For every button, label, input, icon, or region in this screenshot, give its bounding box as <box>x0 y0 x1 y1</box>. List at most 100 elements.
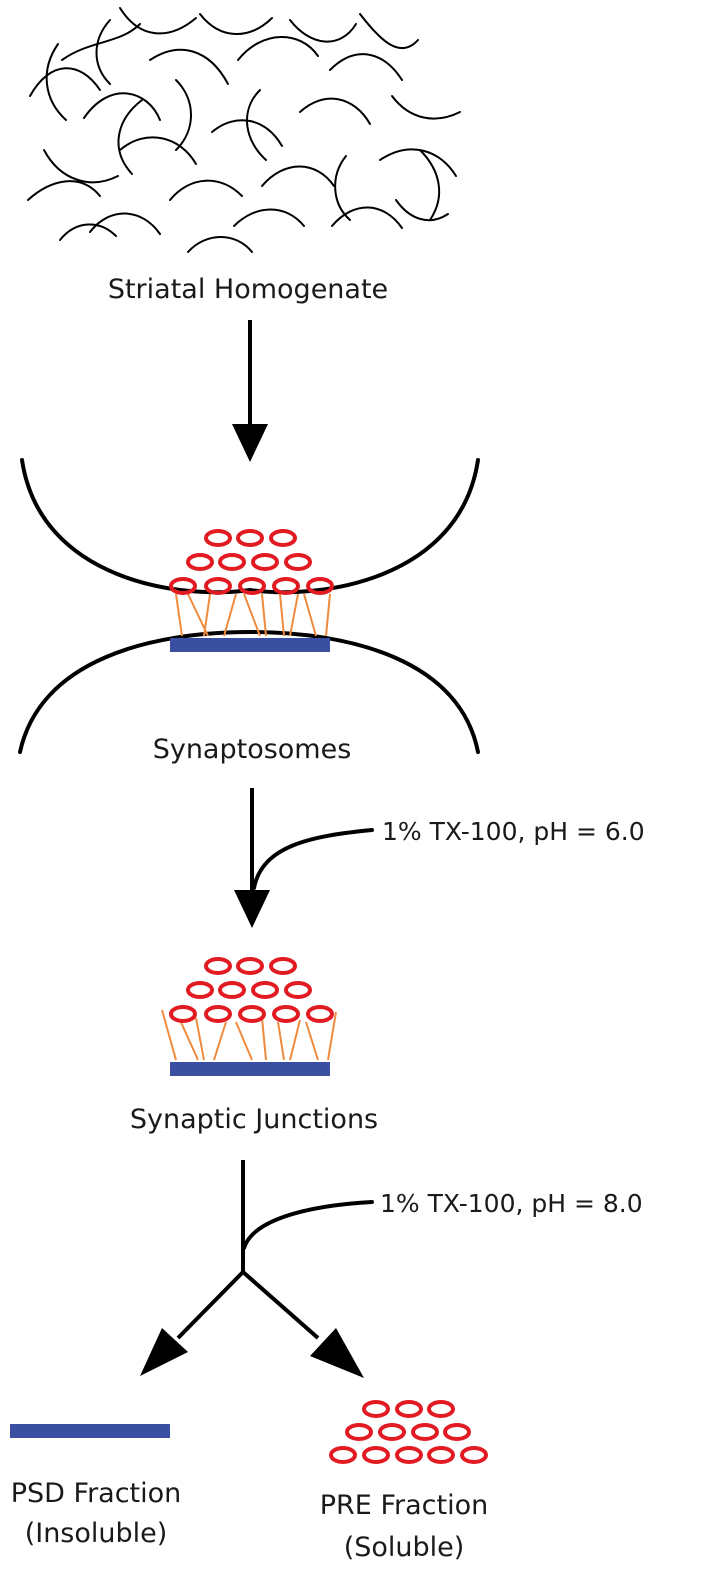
tangle-strand <box>45 43 67 121</box>
tangle-strand <box>59 223 117 241</box>
synaptosome-vesicles <box>169 529 334 595</box>
synaptosome-filaments <box>175 593 331 637</box>
tangle-strand <box>119 7 197 35</box>
vesicle-icon <box>218 981 246 999</box>
synaptosomes-label: Synaptosomes <box>153 734 352 765</box>
vesicle-icon <box>272 577 300 595</box>
vesicle-icon <box>395 1400 423 1418</box>
junctions-label: Synaptic Junctions <box>130 1104 378 1135</box>
tangle-strand <box>175 79 192 151</box>
vesicle-icon <box>443 1423 471 1441</box>
pre-fraction-label: PRE Fraction <box>320 1490 488 1521</box>
pre-fraction-sublabel: (Soluble) <box>344 1532 465 1563</box>
filament-line <box>277 1021 285 1061</box>
filament-line <box>289 593 299 637</box>
vesicle-icon <box>236 529 264 547</box>
tangle-strand <box>233 208 305 227</box>
tangle-strand <box>89 212 161 235</box>
tangle-strand <box>261 165 335 187</box>
filament-line <box>161 1009 177 1061</box>
vesicle-icon <box>251 981 279 999</box>
tangle-strand <box>29 67 101 97</box>
tangle-strand <box>27 180 101 201</box>
filament-line <box>195 1017 205 1061</box>
vesicle-icon <box>284 553 312 571</box>
treatment-1-label: 1% TX-100, pH = 6.0 <box>382 817 645 846</box>
filament-line <box>213 1021 227 1061</box>
arrow-to-synaptosomes <box>232 320 268 462</box>
vesicle-icon <box>362 1446 390 1464</box>
tangle-strand <box>329 53 403 81</box>
vesicle-icon <box>238 1005 266 1023</box>
psd-fraction-sublabel: (Insoluble) <box>25 1518 168 1549</box>
vesicle-icon <box>395 1446 423 1464</box>
vesicle-icon <box>427 1446 455 1464</box>
filament-line <box>243 593 261 637</box>
tangle-strand <box>169 179 243 201</box>
vesicle-icon <box>269 957 297 975</box>
psd-fraction-bar <box>10 1424 170 1438</box>
filament-line <box>305 1021 319 1061</box>
vesicle-icon <box>272 1005 300 1023</box>
vesicle-icon <box>169 577 197 595</box>
filament-line <box>303 593 317 637</box>
synaptosome-drawing <box>18 458 480 754</box>
filament-line <box>179 1019 199 1061</box>
vesicle-icon <box>251 553 279 571</box>
arrow-to-junctions <box>234 788 374 928</box>
tangle-strand <box>199 13 273 35</box>
tangle-strand <box>391 95 461 120</box>
vesicle-icon <box>306 1005 334 1023</box>
tangle-strand <box>61 23 141 61</box>
treatment-2-label: 1% TX-100, pH = 8.0 <box>380 1189 643 1218</box>
split-arrows <box>140 1160 374 1378</box>
vesicle-icon <box>204 1005 232 1023</box>
tangle-strand <box>43 149 119 184</box>
vesicle-icon <box>186 981 214 999</box>
filament-line <box>203 593 211 637</box>
postsynaptic-membrane <box>18 629 480 754</box>
tangle-strand <box>334 155 351 221</box>
tangle-strand <box>237 36 319 61</box>
homogenate-label: Striatal Homogenate <box>108 274 388 305</box>
vesicle-icon <box>186 553 214 571</box>
pre-fraction-vesicles <box>329 1400 488 1464</box>
tangle-strand <box>246 89 267 161</box>
vesicle-icon <box>427 1400 455 1418</box>
filament-line <box>261 1017 267 1061</box>
tangle-strand <box>119 136 197 165</box>
vesicle-icon <box>345 1423 373 1441</box>
junction-psd-bar <box>170 1062 330 1076</box>
presynaptic-membrane <box>20 458 480 595</box>
tangle-strand <box>83 92 161 121</box>
vesicle-icon <box>236 957 264 975</box>
vesicle-icon <box>204 577 232 595</box>
filament-line <box>289 1019 301 1061</box>
junction-filaments <box>161 1009 337 1061</box>
vesicle-icon <box>362 1400 390 1418</box>
vesicle-icon <box>169 1005 197 1023</box>
filament-line <box>325 593 331 637</box>
filament-line <box>327 1011 337 1061</box>
tangle-strand <box>211 119 283 147</box>
tangle-strand <box>379 148 457 177</box>
tangle-strand <box>117 99 143 175</box>
vesicle-icon <box>329 1446 357 1464</box>
tangle-strand <box>299 97 371 125</box>
filament-line <box>235 1021 253 1061</box>
vesicle-icon <box>204 957 232 975</box>
vesicle-icon <box>204 529 232 547</box>
junction-drawing <box>161 957 337 1076</box>
junction-vesicles <box>169 957 334 1023</box>
filament-line <box>175 593 183 637</box>
vesicle-icon <box>411 1423 439 1441</box>
tangle-strand <box>359 13 419 50</box>
tangle-strand <box>419 149 441 221</box>
vesicle-icon <box>269 529 297 547</box>
homogenate-tangle-icon <box>27 7 461 253</box>
tangle-strand <box>395 199 449 222</box>
vesicle-icon <box>238 577 266 595</box>
filament-line <box>261 593 267 637</box>
vesicle-icon <box>378 1423 406 1441</box>
